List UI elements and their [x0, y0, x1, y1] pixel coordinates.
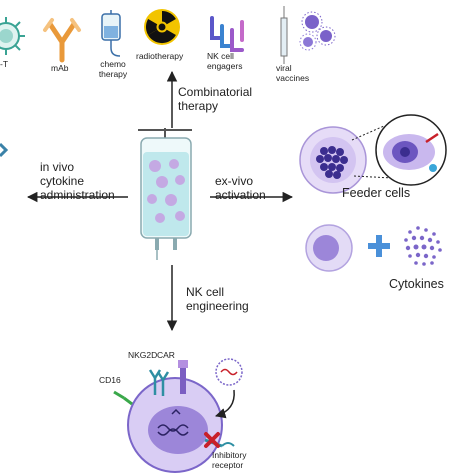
nkg2d-label: NKG2D — [128, 350, 158, 360]
nkg2d-receptor-icon — [148, 369, 170, 396]
in-vivo-label: in vivo cytokine administration — [40, 160, 115, 202]
inhibitory-receptor-label: Inhibitory receptor — [212, 450, 247, 470]
feeder-zoom-icon — [375, 114, 447, 186]
mab-icon — [43, 18, 81, 63]
cytokines-label: Cytokines — [389, 277, 444, 291]
car-t-icon — [0, 17, 25, 55]
ex-vivo-label: ex-vivo activation — [215, 174, 266, 202]
combinatorial-therapy-label: Combinatorial therapy — [178, 85, 253, 113]
virus-icon — [299, 11, 336, 51]
viral-vector-icon — [214, 358, 243, 419]
chemo-bag-icon — [101, 10, 121, 57]
radiotherapy-label: radiotherapy — [136, 51, 184, 61]
partial-left-icon — [0, 142, 9, 158]
nk-engineering-label: NK cell engineering — [186, 285, 249, 313]
inhibitory-receptor-icon — [204, 432, 235, 448]
car-label: CAR — [157, 350, 175, 360]
radiation-icon — [144, 9, 180, 45]
chemo-label: chemo therapy — [98, 59, 128, 79]
cytokines-icon — [404, 226, 442, 266]
viral-vaccines-label: viral vaccines — [276, 63, 310, 83]
car-receptor-icon — [178, 360, 188, 394]
feeder-cell-icon — [299, 125, 393, 194]
cd16-label: CD16 — [99, 375, 121, 385]
nk-engager-icon — [210, 16, 244, 52]
nk-cell-small-icon — [305, 224, 353, 272]
syringe-icon — [280, 6, 288, 64]
iv-bag-icon — [138, 128, 192, 260]
plus-icon — [368, 235, 390, 257]
cd16-receptor-icon — [113, 390, 133, 406]
nk-engagers-label: NK cell engagers — [207, 51, 243, 71]
car-t-label: -T — [0, 59, 9, 69]
engineered-nk-cell-icon — [127, 377, 223, 473]
feeder-cells-label: Feeder cells — [342, 186, 411, 200]
mab-label: mAb — [51, 63, 69, 73]
